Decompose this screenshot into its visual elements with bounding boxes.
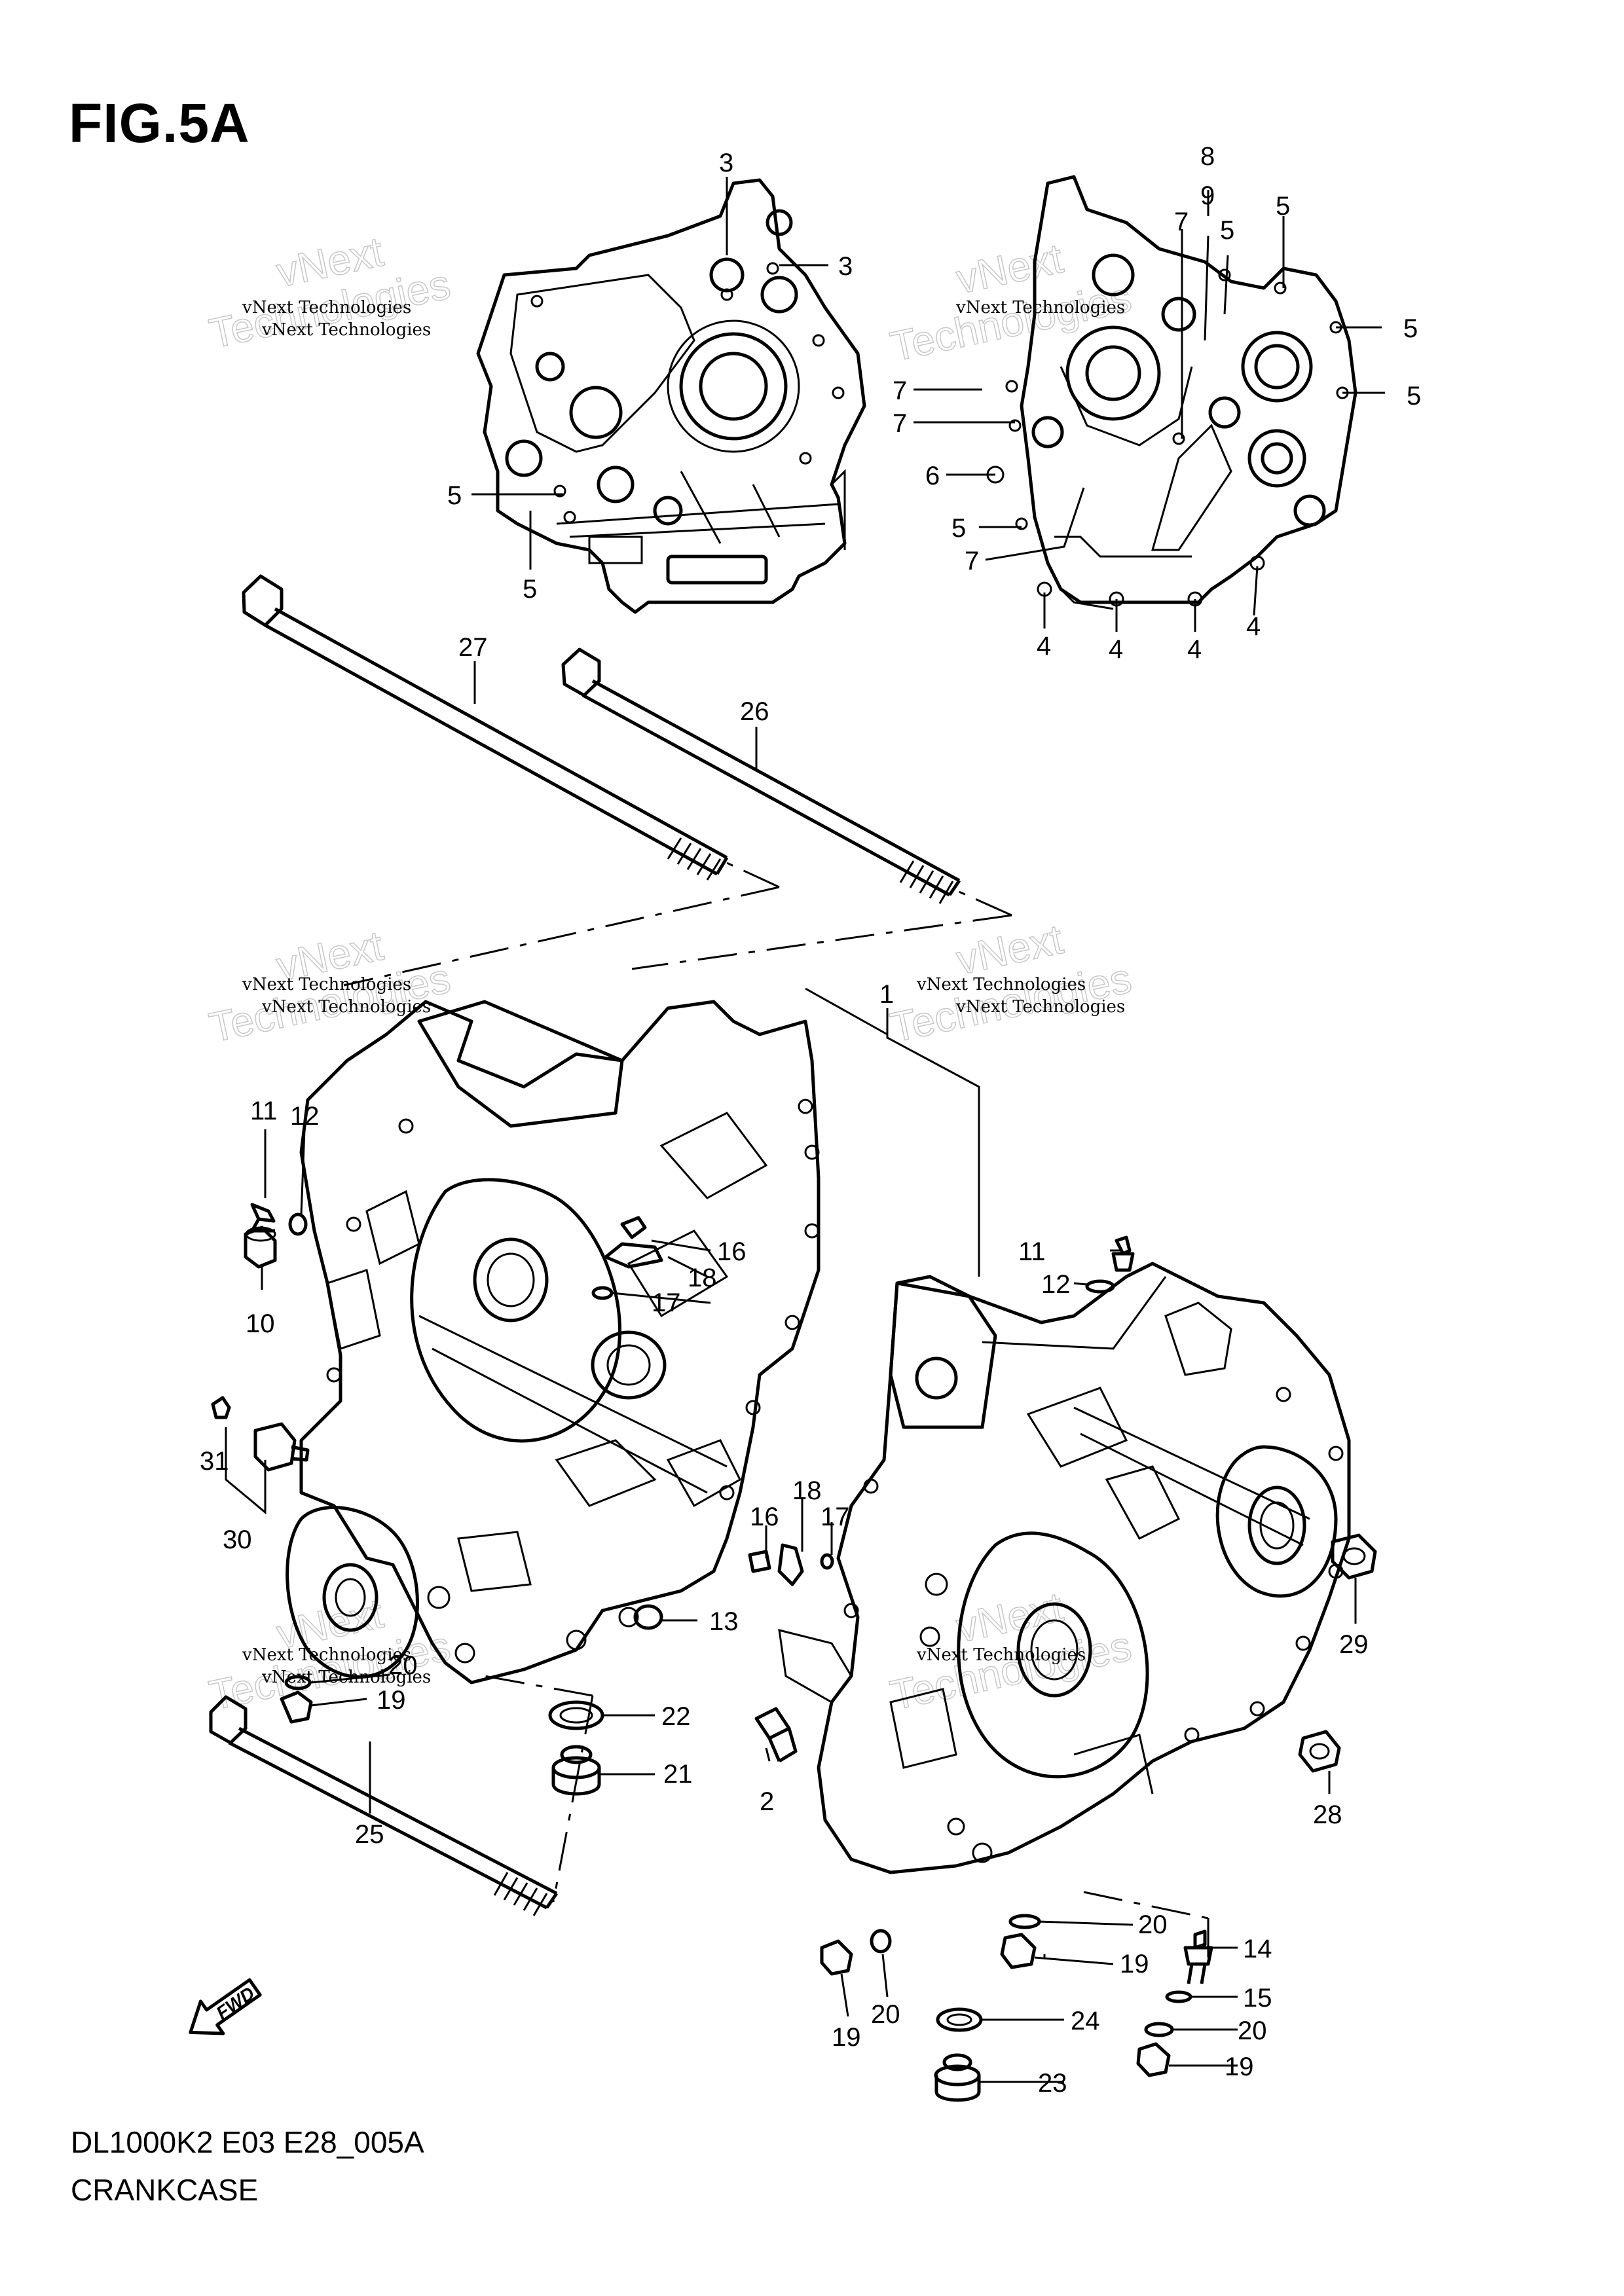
callout-5: 5 [1220, 216, 1234, 245]
callout-31: 31 [200, 1447, 229, 1476]
leader-lines [225, 177, 1385, 2083]
callout-25: 25 [355, 1820, 384, 1849]
callout-26: 26 [740, 697, 769, 726]
callout-8: 8 [1200, 142, 1215, 171]
bolt-27 [242, 574, 729, 881]
callout-14: 14 [1243, 1935, 1272, 1963]
callout-21: 21 [663, 1760, 693, 1789]
watermark-brand-text: vNext Technologies [955, 997, 1125, 1017]
callout-18: 18 [792, 1476, 822, 1505]
callout-10: 10 [246, 1309, 275, 1338]
callout-7: 7 [893, 409, 907, 438]
callout-28: 28 [1313, 1800, 1342, 1829]
callout-30: 30 [223, 1525, 252, 1554]
callout-3: 3 [838, 252, 853, 281]
callout-4: 4 [1037, 632, 1051, 661]
watermark-2: Technologies vNext [886, 234, 1136, 371]
watermark-brand-text: vNext Technologies [242, 975, 411, 994]
callout-5: 5 [1403, 314, 1418, 343]
bolt-26 [561, 647, 961, 904]
watermark-brand-text: vNext Technologies [916, 1645, 1086, 1665]
oil-pressure-switch [1136, 1929, 1213, 2077]
callout-27: 27 [458, 633, 488, 662]
callout-19: 19 [1120, 1950, 1149, 1978]
callout-19: 19 [832, 2023, 861, 2052]
guide-line [484, 1675, 1209, 1958]
watermark-brand-text: vNext Technologies [242, 1645, 411, 1665]
guide-line [343, 862, 1012, 987]
crankcase-half-right-view [986, 175, 1357, 610]
oil-pressure-sensor [591, 1216, 663, 1300]
cap-nut [1331, 1533, 1377, 1580]
callout-24: 24 [1071, 2007, 1100, 2035]
callout-4: 4 [1246, 612, 1261, 641]
section-name: CRANKCASE [71, 2173, 259, 2207]
callout-4: 4 [1109, 635, 1123, 664]
oil-jet-right [1085, 1235, 1135, 1294]
callout-7: 7 [893, 376, 907, 405]
callout-2: 2 [760, 1787, 774, 1816]
oil-jet [250, 1203, 308, 1236]
callout-11: 11 [250, 1097, 278, 1125]
callout-9: 9 [1200, 181, 1215, 210]
callout-19: 19 [1225, 2052, 1254, 2081]
callout-29: 29 [1339, 1630, 1369, 1659]
callout-17: 17 [821, 1503, 850, 1531]
callout-18: 18 [688, 1264, 717, 1292]
callout-5: 5 [1276, 192, 1290, 221]
callout-16: 16 [717, 1237, 747, 1266]
watermark-brand-text: vNext Technologies [955, 298, 1125, 318]
cap-nut-28 [1298, 1730, 1341, 1773]
callout-5: 5 [1407, 382, 1421, 410]
callout-7: 7 [1174, 208, 1189, 236]
fwd-arrow-icon: FWD [189, 1978, 262, 2035]
callout-12: 12 [290, 1102, 320, 1131]
watermark-brand-text: vNext Technologies [261, 320, 431, 340]
callout-19: 19 [377, 1686, 406, 1715]
watermark-brand-text: vNext Technologies [916, 975, 1086, 994]
callout-5: 5 [523, 575, 537, 604]
callout-15: 15 [1243, 1984, 1272, 2013]
callout-20: 20 [1238, 2016, 1267, 2045]
crankcase-left-half [286, 1000, 821, 1685]
callout-6: 6 [925, 462, 940, 490]
callout-13: 13 [709, 1607, 739, 1636]
crankcase-half-left-view [476, 178, 866, 614]
callout-3: 3 [719, 149, 733, 177]
callout-20: 20 [388, 1651, 418, 1680]
callout-17: 17 [652, 1288, 681, 1317]
callout-23: 23 [1038, 2069, 1067, 2098]
drain-plug-group [820, 1914, 1041, 2102]
callout-1: 1 [879, 980, 894, 1009]
callout-4: 4 [1187, 635, 1202, 664]
callout-12: 12 [1041, 1270, 1071, 1299]
crankcase-right-half [778, 1262, 1351, 1874]
o-ring [633, 1604, 663, 1630]
callout-20: 20 [1138, 1910, 1168, 1939]
watermark-brand-text: vNext Technologies [261, 997, 431, 1017]
dowel-pin [754, 1707, 798, 1763]
callout-labels: 3 3 5 5 8 9 7 5 5 5 5 7 7 6 5 7 4 4 4 4 … [200, 142, 1421, 2098]
model-code: DL1000K2 E03 E28_005A [71, 2125, 424, 2159]
figure-title: FIG.5A [69, 92, 250, 154]
callout-20: 20 [871, 2000, 900, 2029]
plug [244, 1226, 277, 1269]
callout-16: 16 [750, 1503, 779, 1531]
callout-11: 11 [1018, 1237, 1046, 1266]
switch-bolt [211, 1396, 310, 1472]
filter-cap [548, 1700, 604, 1796]
watermark-brand-text: vNext Technologies [242, 298, 411, 318]
oil-pressure-sensor-right [748, 1543, 834, 1586]
drain-bolt-left [280, 1675, 313, 1724]
callout-7: 7 [965, 547, 979, 575]
callout-22: 22 [661, 1702, 691, 1731]
callout-5: 5 [447, 481, 462, 510]
bolt-25 [209, 1695, 559, 1916]
callout-5: 5 [951, 514, 966, 543]
